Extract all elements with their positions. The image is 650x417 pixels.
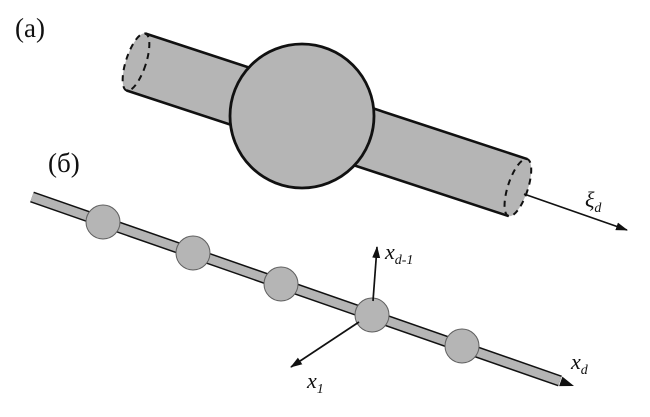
x-d-1-label-base: x: [384, 239, 395, 264]
x-d-label-sub: d: [581, 363, 589, 378]
xi-d-label-base: ξ: [585, 187, 595, 212]
bead-3: [263, 266, 299, 302]
x-1-axis-arrow: [290, 321, 360, 368]
x-d-label: xd: [570, 349, 589, 378]
xi-d-axis-arrow: [523, 193, 628, 231]
xi-d-label: ξd: [585, 187, 602, 216]
x-d-1-label-sub: d-1: [395, 253, 414, 268]
bead-1: [85, 204, 121, 240]
x-d-1-label: xd-1: [384, 239, 413, 268]
x-1-label-base: x: [306, 368, 317, 393]
xi-d-label-sub: d: [594, 201, 602, 216]
rod-end-arrowhead: [559, 376, 574, 387]
cylinder-endcap-left-dashed-ellipse: [121, 32, 151, 92]
x-d-1-axis-arrow: [372, 246, 381, 302]
cylinder-endcap-right-dashed-ellipse: [503, 157, 533, 218]
panel-b-label: (б): [48, 148, 80, 178]
bead-2: [175, 235, 211, 271]
bead-5: [444, 328, 480, 364]
x-d-label-base: x: [570, 349, 581, 374]
x-1-label: x1: [306, 368, 324, 397]
central-bead-sphere: [228, 42, 376, 190]
x-1-label-sub: 1: [317, 382, 324, 397]
panel-a-label: (а): [15, 13, 45, 43]
bead-4: [354, 297, 390, 333]
